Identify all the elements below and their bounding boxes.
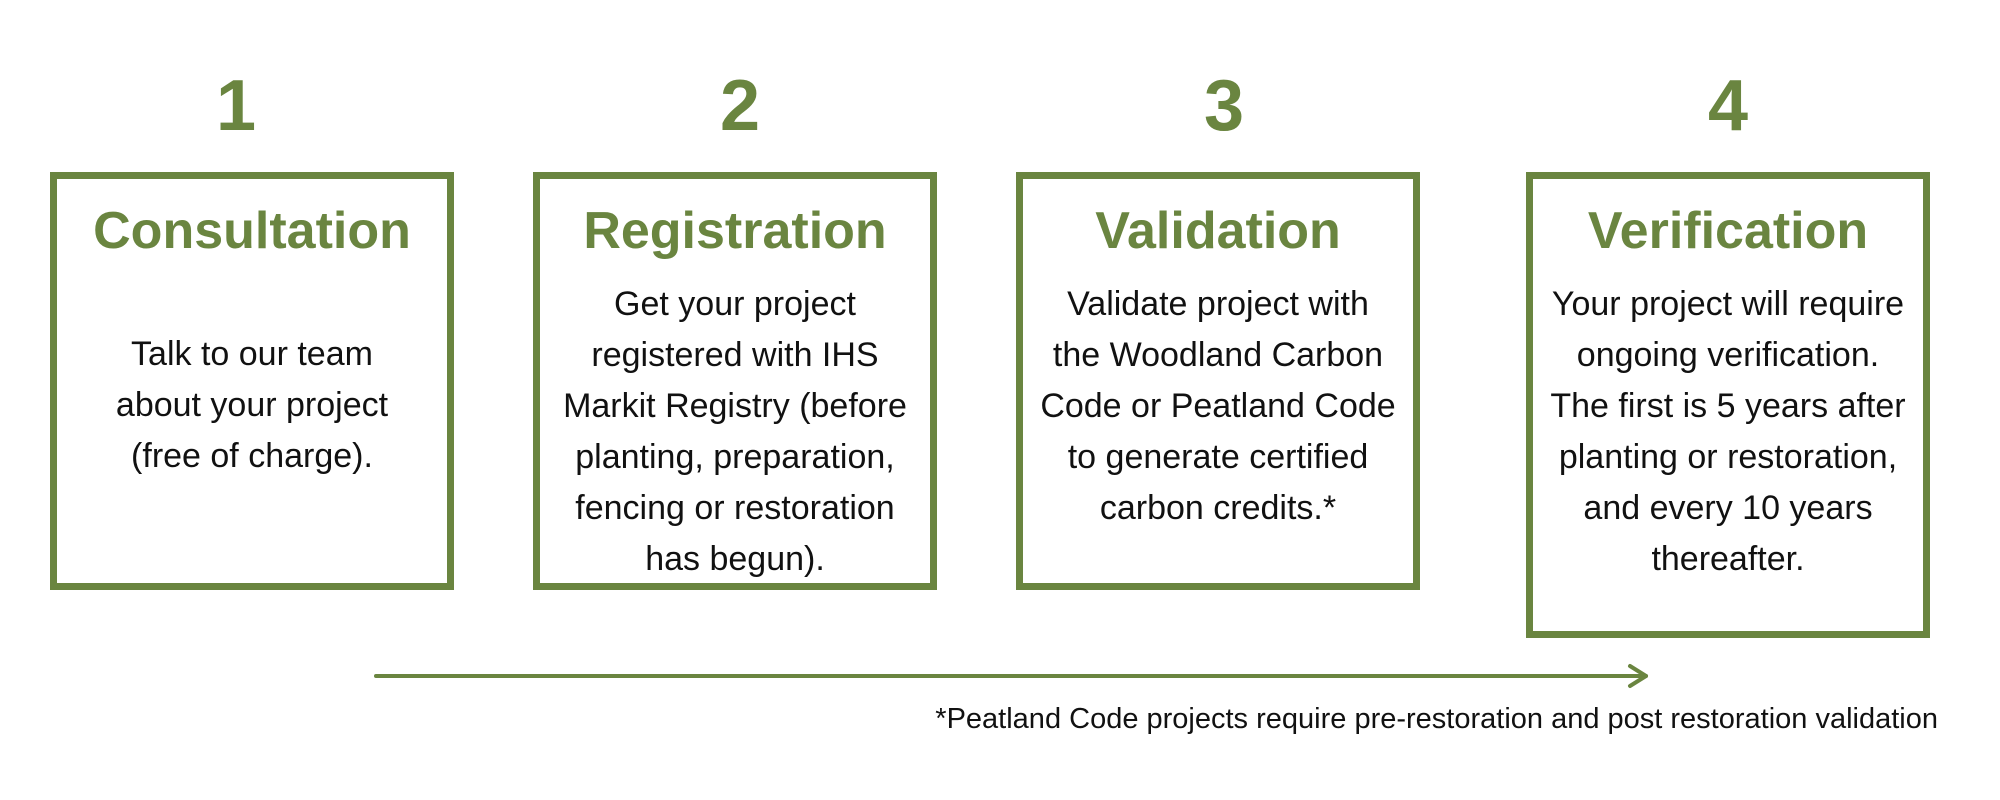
step-3-box: Validation Validate project with the Woo… bbox=[1016, 172, 1420, 590]
step-2-box: Registration Get your project registered… bbox=[533, 172, 937, 590]
step-2-number: 2 bbox=[719, 66, 761, 146]
step-1-title: Consultation bbox=[93, 202, 411, 260]
step-4-number: 4 bbox=[1707, 66, 1749, 146]
step-2-description: Get your project registered with IHS Mar… bbox=[563, 285, 907, 578]
step-4-description: Your project will require ongoing verifi… bbox=[1550, 285, 1906, 578]
step-1-description: Talk to our team about your project (fre… bbox=[115, 335, 389, 475]
step-2-title: Registration bbox=[583, 202, 887, 260]
step-1-number: 1 bbox=[215, 66, 257, 146]
footnote: *Peatland Code projects require pre-rest… bbox=[935, 703, 1938, 735]
step-3-description: Validate project with the Woodland Carbo… bbox=[1040, 285, 1396, 527]
progress-arrowhead bbox=[1628, 664, 1648, 688]
progress-arrow bbox=[374, 664, 1648, 688]
step-4-box: Verification Your project will require o… bbox=[1526, 172, 1930, 638]
step-4-title: Verification bbox=[1587, 202, 1869, 260]
step-1-box: Consultation Talk to our team about your… bbox=[50, 172, 454, 590]
step-3-title: Validation bbox=[1095, 202, 1341, 260]
step-3-number: 3 bbox=[1203, 66, 1245, 146]
